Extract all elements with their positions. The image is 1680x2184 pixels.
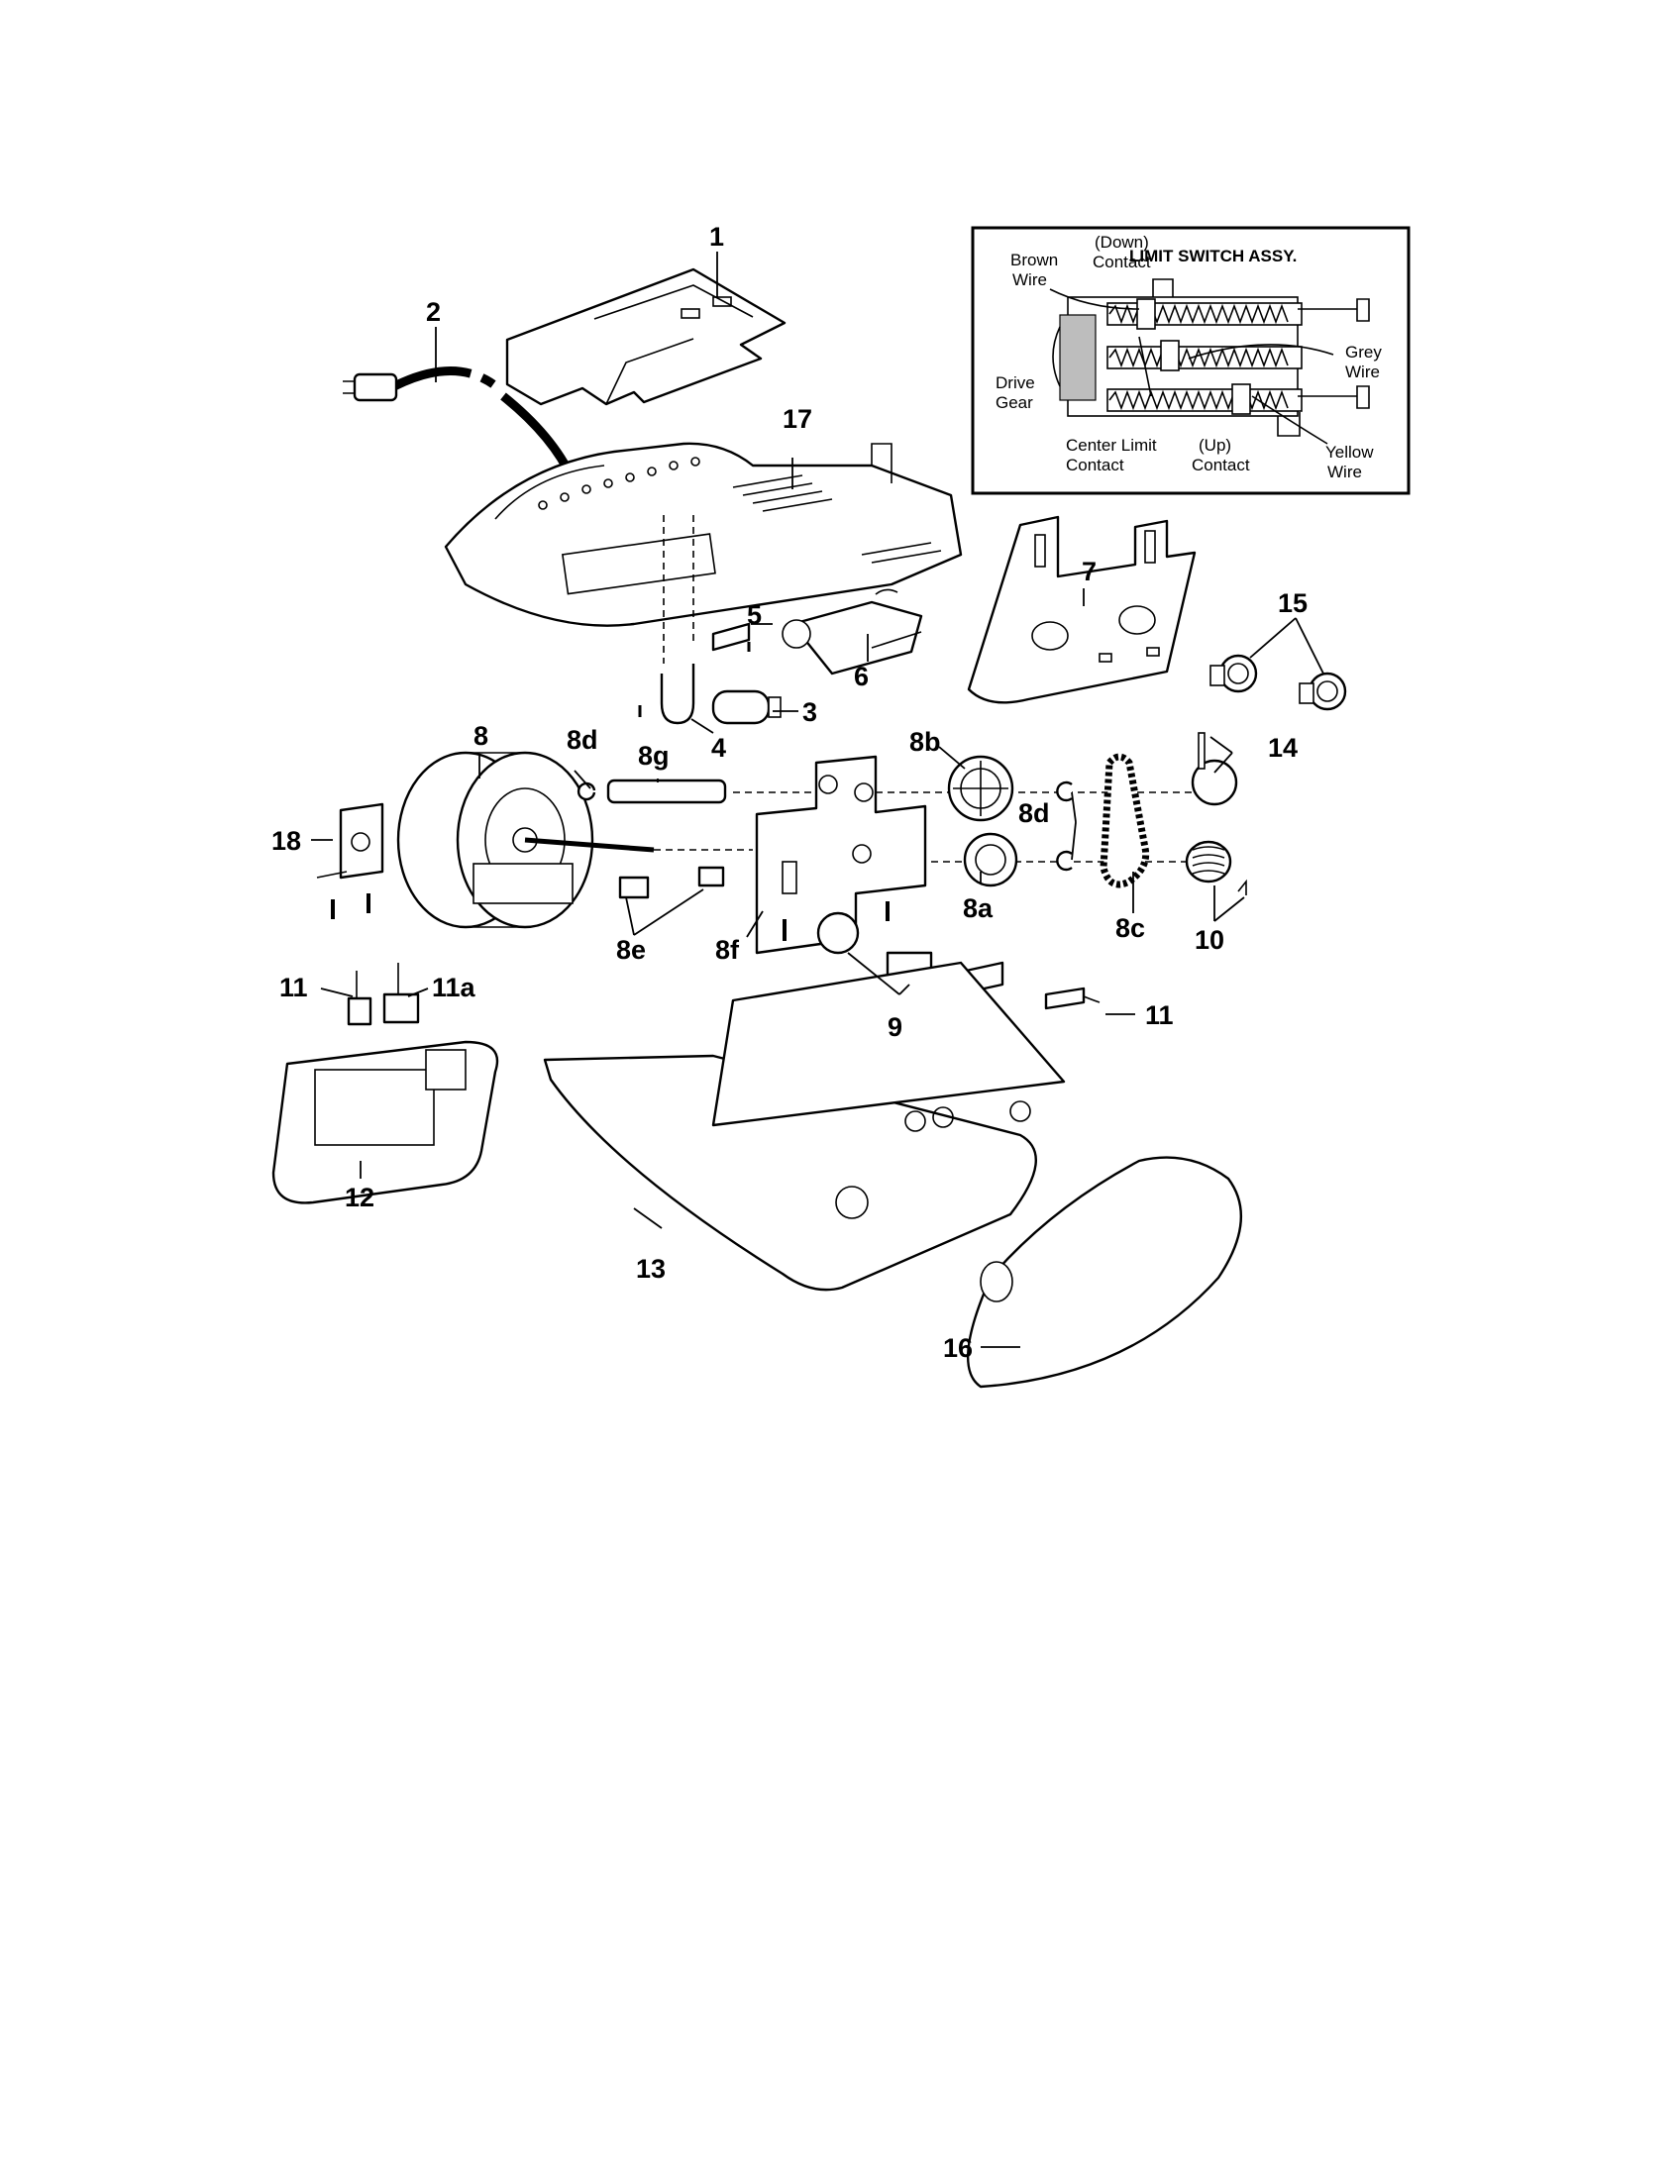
label-down-contact-2: Contact bbox=[1093, 253, 1151, 271]
callout-2: 2 bbox=[426, 297, 441, 327]
part-7-mounting-bracket bbox=[967, 515, 1197, 704]
part-8-motor bbox=[396, 751, 655, 929]
callout-5: 5 bbox=[747, 600, 762, 630]
callout-11-left: 11 bbox=[279, 973, 308, 1002]
label-grey-wire: Grey bbox=[1345, 343, 1382, 362]
part-16-lens bbox=[966, 1156, 1243, 1389]
callout-4: 4 bbox=[711, 733, 726, 763]
part-8c-belt bbox=[1100, 753, 1150, 888]
callout-8d-left: 8d bbox=[567, 725, 598, 755]
part-5-bracket bbox=[711, 622, 751, 652]
part-18-bracket bbox=[316, 802, 384, 919]
label-down-contact: (Down) bbox=[1095, 233, 1149, 252]
part-11-connector-right bbox=[1044, 987, 1101, 1010]
callout-8d-right: 8d bbox=[1018, 798, 1050, 828]
part-8a-gear bbox=[963, 832, 1018, 887]
callout-10: 10 bbox=[1195, 925, 1224, 955]
callout-6: 6 bbox=[854, 662, 869, 691]
label-up-contact-2: Contact bbox=[1192, 456, 1250, 474]
callout-11-right: 11 bbox=[1145, 1000, 1174, 1030]
callout-17: 17 bbox=[783, 404, 812, 434]
label-brown-wire-2: Wire bbox=[1012, 270, 1047, 289]
callout-13: 13 bbox=[636, 1254, 666, 1284]
label-yellow-wire: Yellow bbox=[1325, 443, 1374, 462]
label-drive-gear: Drive bbox=[996, 373, 1035, 392]
limit-switch-inset: LIMIT SWITCH ASSY. (Down) Contact Brown … bbox=[971, 226, 1411, 495]
callout-18: 18 bbox=[271, 826, 301, 856]
callout-9: 9 bbox=[888, 1012, 902, 1042]
part-6-switch-assembly bbox=[782, 588, 923, 676]
callout-15: 15 bbox=[1278, 588, 1308, 618]
callout-8b: 8b bbox=[909, 727, 941, 757]
part-12-logic-board bbox=[271, 1040, 499, 1204]
part-1-cover-plate bbox=[505, 267, 787, 406]
callout-16: 16 bbox=[943, 1333, 973, 1363]
part-8e-brushes bbox=[618, 866, 725, 899]
part-15-bushings bbox=[1209, 654, 1347, 711]
part-11-11a-connectors bbox=[347, 963, 420, 1026]
part-8g-shaft bbox=[606, 779, 727, 804]
label-center-limit: Center Limit bbox=[1066, 436, 1157, 455]
callout-labels: 1 2 17 5 6 3 4 7 15 14 10 8c 8d 8a 8b 9 … bbox=[271, 222, 1308, 1363]
part-10-spring bbox=[1185, 840, 1247, 895]
label-up-contact: (Up) bbox=[1199, 436, 1231, 455]
part-4-capacitor-strap bbox=[638, 664, 695, 725]
part-14-pulley bbox=[1191, 732, 1238, 806]
part-13-housing bbox=[543, 961, 1066, 1292]
part-3-capacitor bbox=[711, 689, 782, 725]
callout-14: 14 bbox=[1268, 733, 1298, 763]
callout-8e: 8e bbox=[616, 935, 646, 965]
callout-11a: 11a bbox=[432, 973, 476, 1002]
callout-8f: 8f bbox=[715, 935, 740, 965]
limit-switch-drawing bbox=[1049, 278, 1370, 445]
label-brown-wire: Brown bbox=[1010, 251, 1058, 269]
part-17-chassis bbox=[444, 442, 963, 627]
screws bbox=[783, 901, 890, 941]
leader-lines bbox=[311, 252, 1324, 1348]
label-grey-wire-2: Wire bbox=[1345, 363, 1380, 381]
label-center-limit-2: Contact bbox=[1066, 456, 1124, 474]
part-8b-gear bbox=[947, 755, 1014, 822]
callout-12: 12 bbox=[345, 1183, 374, 1212]
callout-8g: 8g bbox=[638, 741, 670, 771]
callout-1: 1 bbox=[709, 222, 724, 252]
callout-3: 3 bbox=[802, 697, 817, 727]
assembly-line-4 bbox=[663, 515, 694, 664]
callout-8: 8 bbox=[473, 721, 488, 751]
label-drive-gear-2: Gear bbox=[996, 393, 1033, 412]
inset-title: LIMIT SWITCH ASSY. bbox=[1129, 247, 1297, 265]
callout-8c: 8c bbox=[1115, 913, 1145, 943]
label-yellow-wire-2: Wire bbox=[1327, 463, 1362, 481]
callout-7: 7 bbox=[1082, 557, 1097, 586]
callout-8a: 8a bbox=[963, 893, 994, 923]
